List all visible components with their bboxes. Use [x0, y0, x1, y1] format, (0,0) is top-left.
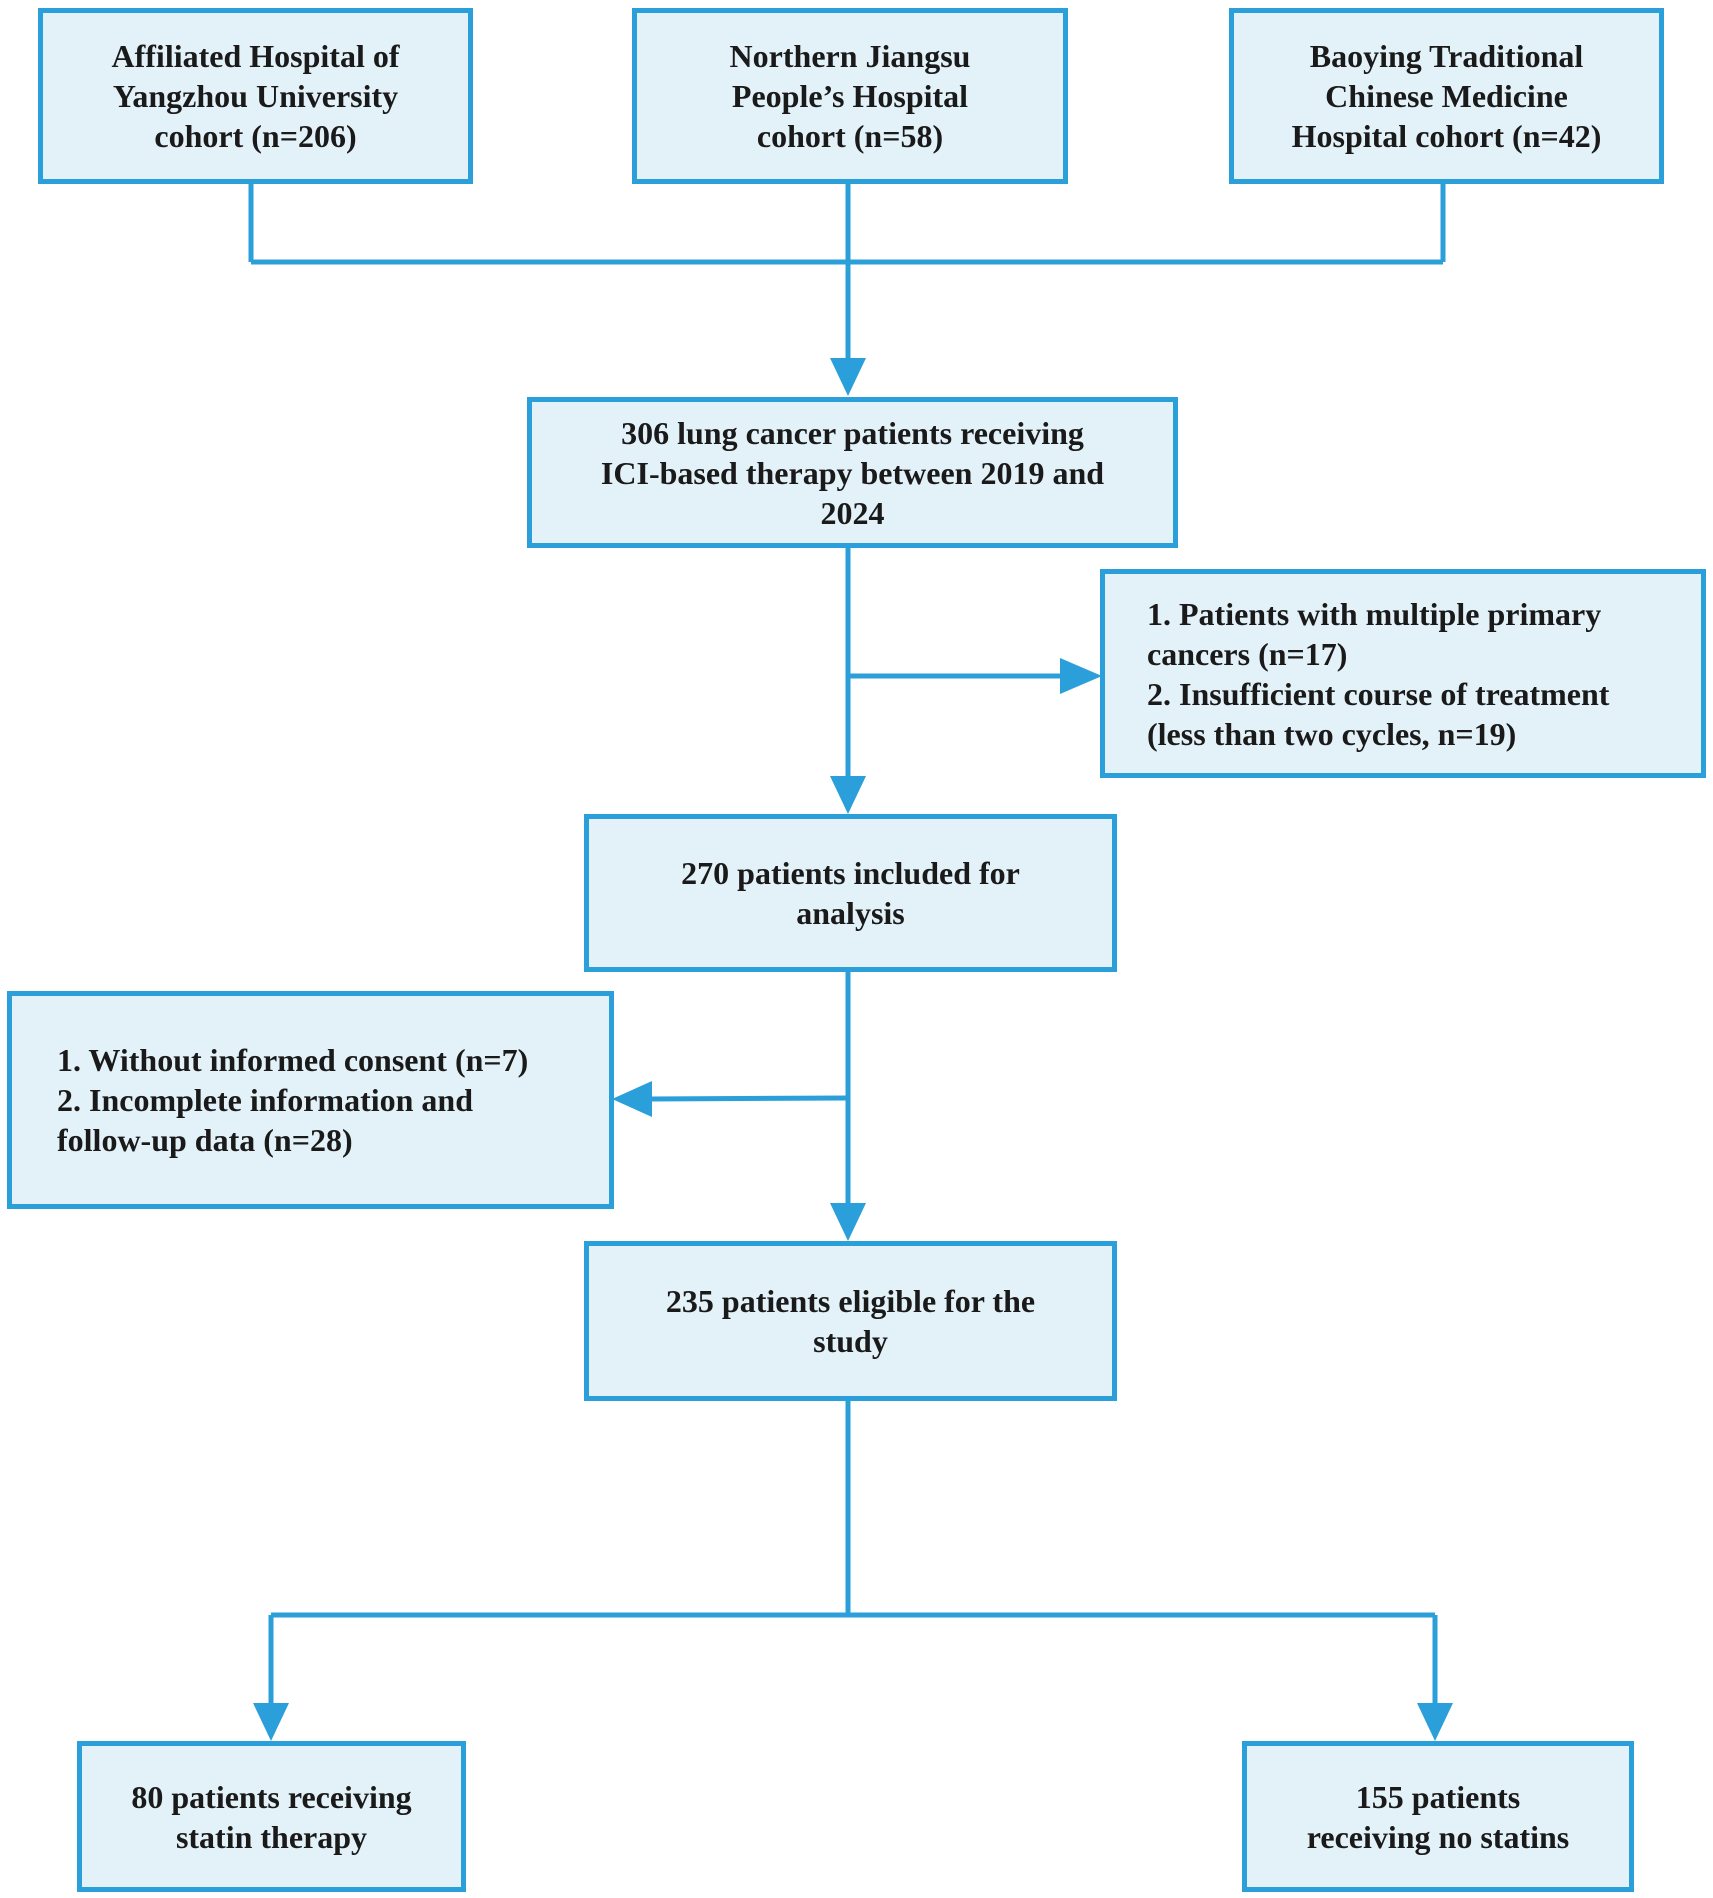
arrowhead-down [1417, 1703, 1453, 1741]
box-text-line: Yangzhou University [112, 78, 399, 114]
box-text-line: study [813, 1323, 888, 1359]
arrowhead-down [830, 1203, 866, 1241]
box-text-line: 2. Insufficient course of treatment [1147, 675, 1610, 712]
box-text-line: Northern Jiangsu [729, 38, 971, 74]
connector [649, 1095, 849, 1102]
box-text-line: 270 patients included for [681, 855, 1020, 891]
box-text-line: Affiliated Hospital of [111, 38, 400, 74]
box-text-line: 235 patients eligible for the [665, 1283, 1036, 1319]
cohort-box-yangzhou: Affiliated Hospital of Yangzhou Universit… [38, 8, 473, 184]
box-text-line: 2. Incomplete information and [57, 1082, 473, 1118]
arrowhead-down [253, 1703, 289, 1741]
arrowhead-down [830, 358, 866, 396]
box-text-line: analysis [796, 895, 905, 931]
box-text-line: cohort (n=206) [154, 118, 357, 154]
box-text-line: follow-up data (n=28) [57, 1122, 353, 1158]
box-text-line: Hospital cohort (n=42) [1291, 118, 1602, 154]
arrowhead-right [1060, 658, 1102, 694]
box-text-line: 155 patients [1355, 1778, 1521, 1815]
eligible-patients-box: 235 patients eligible for the study [584, 1241, 1117, 1401]
box-text-line: ICI-based therapy between 2019 and [600, 454, 1105, 491]
arrowhead-left [612, 1081, 652, 1117]
exclusion-box-2: 1. Without informed consent (n=7) 2. Inco… [7, 991, 614, 1209]
box-text-line: cohort (n=58) [756, 118, 944, 154]
box-text-line: People’s Hospital [731, 78, 969, 114]
box-text-line: cancers (n=17) [1147, 635, 1348, 672]
box-text-line: 2024 [820, 494, 885, 531]
box-text-line: 1. Without informed consent (n=7) [57, 1042, 529, 1078]
arrowhead-down [830, 776, 866, 814]
box-text-line: statin therapy [175, 1818, 368, 1855]
box-text-line: 1. Patients with multiple primary [1147, 595, 1602, 632]
box-text-line: receiving no statins [1306, 1818, 1570, 1855]
box-text-line: Chinese Medicine [1325, 78, 1568, 114]
box-text-line: 306 lung cancer patients receiving [621, 414, 1084, 451]
included-patients-box: 270 patients included for analysis [584, 814, 1117, 972]
box-text-line: 80 patients receiving [131, 1778, 412, 1815]
box-text-line: (less than two cycles, n=19) [1147, 715, 1517, 752]
box-text-line: Baoying Traditional [1309, 38, 1584, 74]
